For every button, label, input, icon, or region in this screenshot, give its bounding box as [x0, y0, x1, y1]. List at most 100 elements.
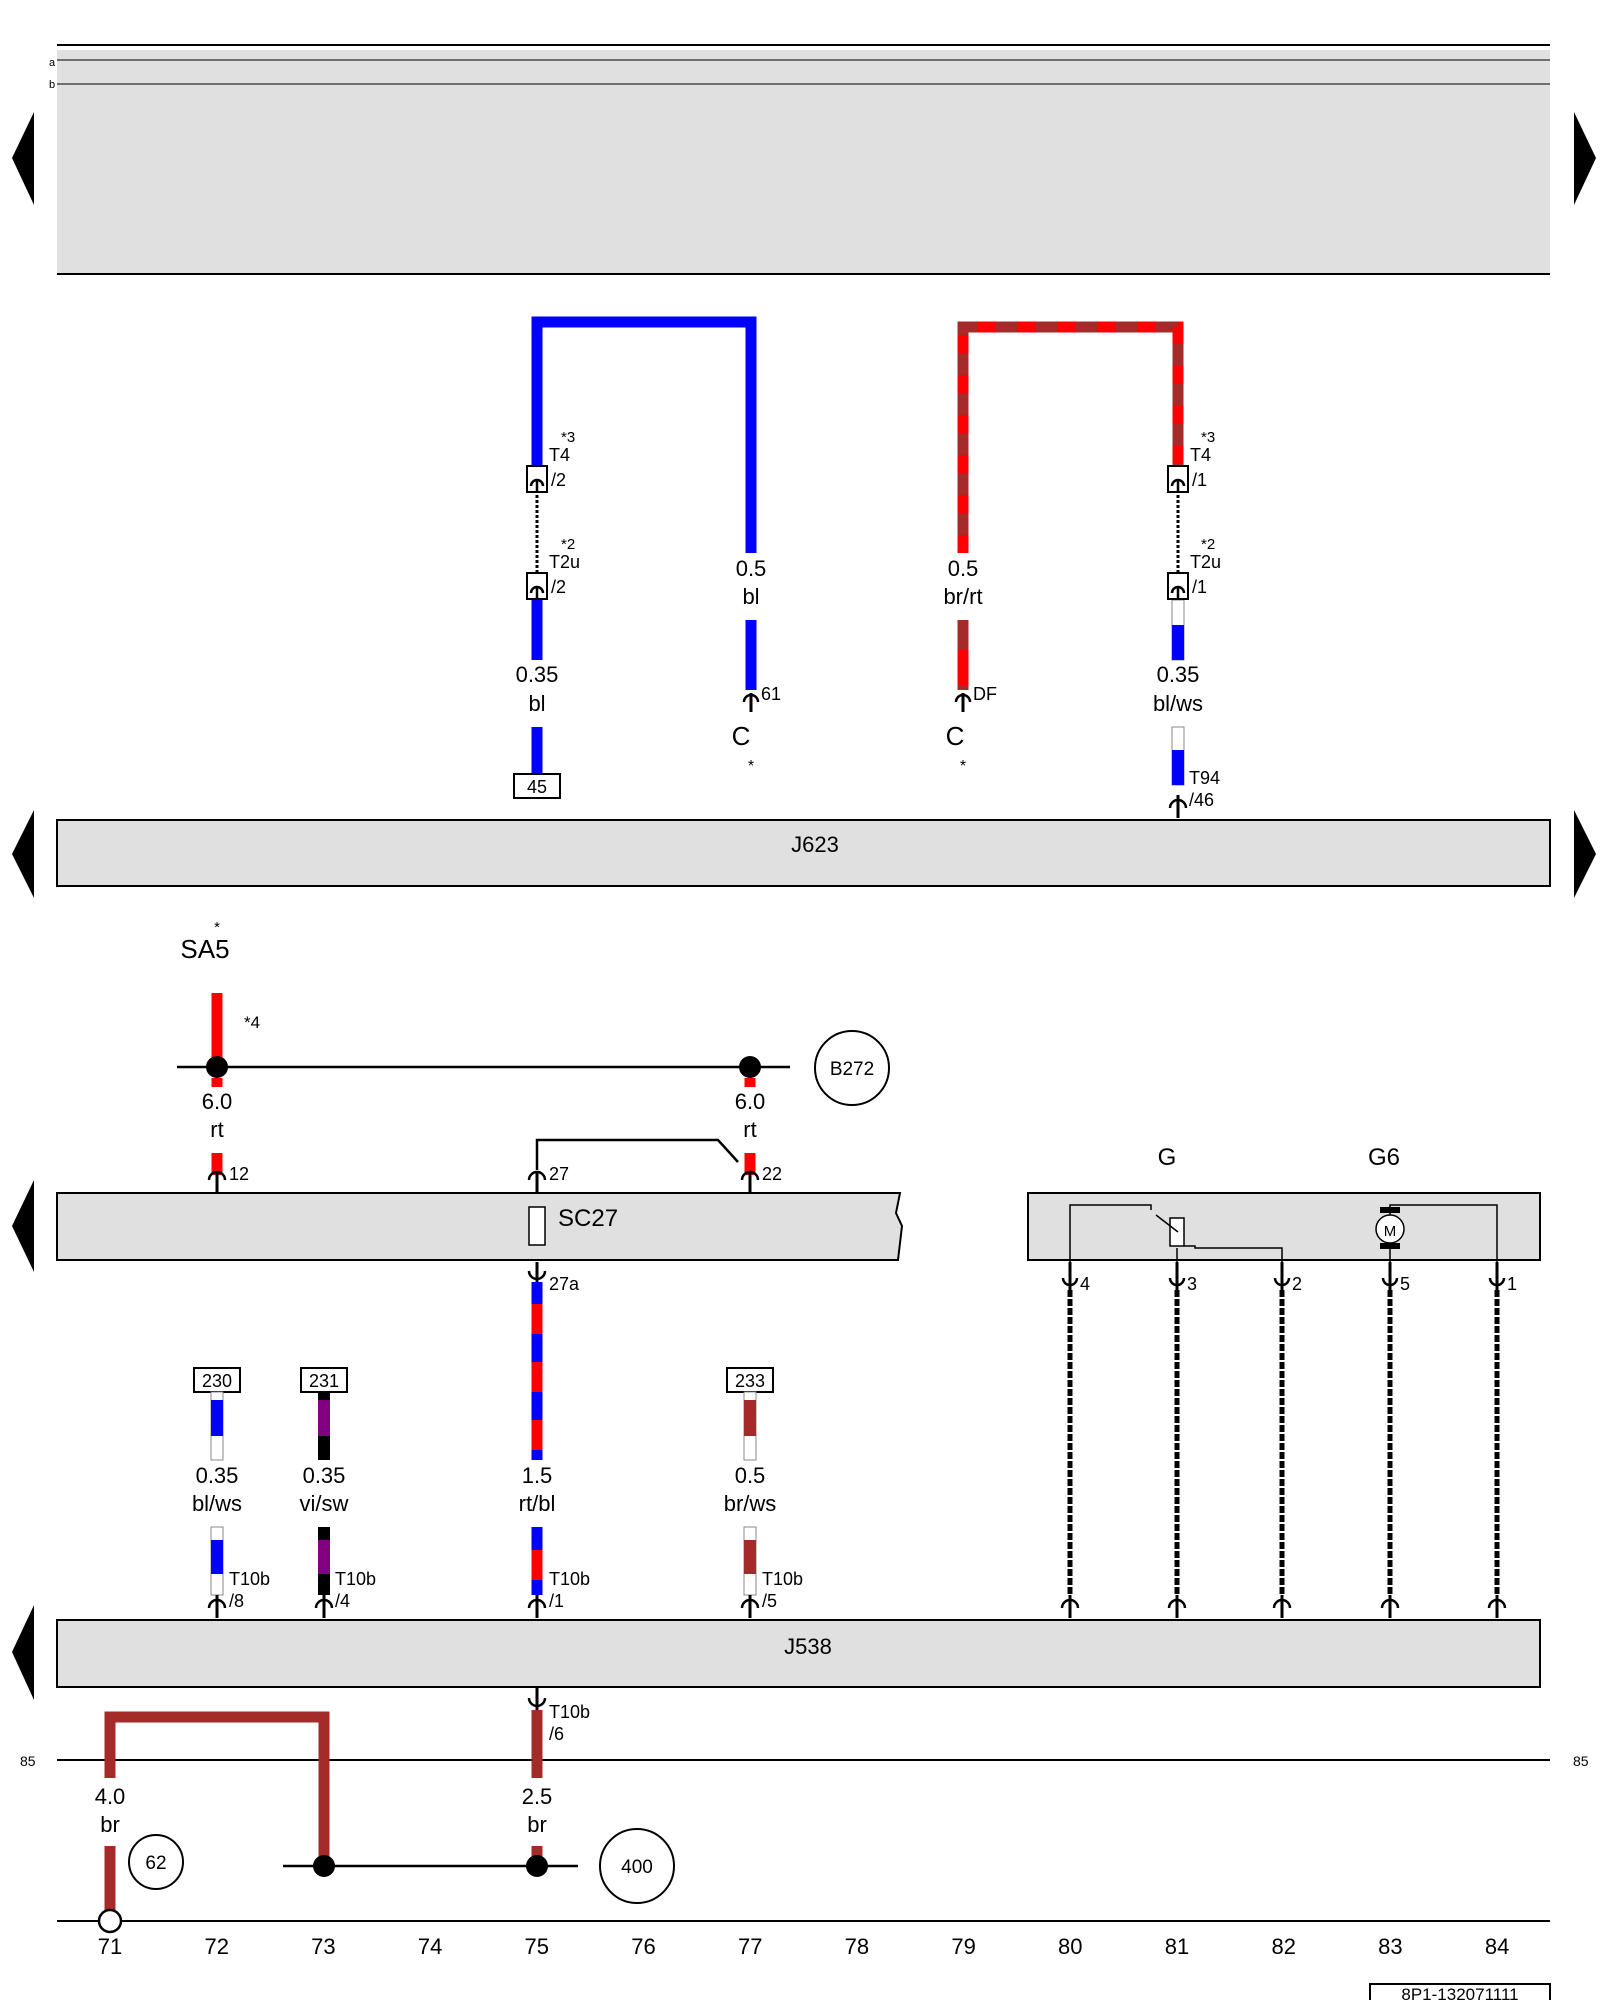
label-g: G	[1158, 1144, 1177, 1171]
fuse-carrier-sc[interactable]	[56, 1192, 904, 1261]
page-prev-arrow-icon[interactable]	[12, 1605, 34, 1700]
fuse-icon	[528, 1206, 546, 1246]
pin-t2u-right: /1	[1192, 577, 1207, 597]
wire-color-df: br/rt	[943, 584, 982, 609]
ruler-mark: 84	[1485, 1934, 1509, 1959]
label-t2u-left: T2u	[549, 552, 580, 572]
reference-box-230[interactable]	[193, 1367, 241, 1393]
wire-color-27a: rt/bl	[519, 1491, 556, 1516]
note-t2u-right: *2	[1201, 536, 1215, 553]
pin-t4-right: /1	[1192, 470, 1207, 490]
wire-color-400: br	[527, 1812, 547, 1837]
wire-size-231: 0.35	[303, 1463, 346, 1488]
pin-g6-1: 1	[1507, 1274, 1517, 1294]
label-t10b-4: T10b	[335, 1569, 376, 1589]
note-t4-right: *3	[1201, 429, 1215, 446]
wire-size-61: 0.5	[736, 556, 767, 581]
control-unit-j623[interactable]	[56, 819, 1551, 887]
connector-pin-icon	[207, 1595, 227, 1618]
page-prev-arrow-icon[interactable]	[12, 810, 34, 898]
wire-color-233: br/ws	[724, 1491, 777, 1516]
connector-pin-icon	[1381, 1262, 1399, 1290]
connector-pin-icon	[527, 1595, 547, 1618]
wire-size-sa5: 6.0	[202, 1089, 233, 1114]
connection-c-right-mark: *	[960, 758, 966, 775]
pin-sc27a: 27a	[549, 1274, 580, 1294]
wire-size-df: 0.5	[948, 556, 979, 581]
note-t4-left: *3	[561, 429, 575, 446]
fuel-pump-unit-g-g6[interactable]	[1027, 1192, 1541, 1261]
page-prev-arrow-icon[interactable]	[12, 112, 34, 205]
label-400: 400	[621, 1857, 653, 1878]
ground-terminal	[97, 1908, 123, 1934]
ruler-mark: 75	[525, 1934, 549, 1959]
pin-t4-left: /2	[551, 470, 566, 490]
ruler-mark: 83	[1378, 1934, 1402, 1959]
page-prev-arrow-icon[interactable]	[12, 1180, 34, 1272]
label-t4-left: T4	[549, 445, 570, 465]
wire-size-230: 0.35	[196, 1463, 239, 1488]
connector-t2u-right	[1167, 572, 1189, 600]
connector-pin-icon	[527, 1262, 547, 1282]
connector-pin-icon	[742, 693, 760, 712]
connector-pin-icon	[1273, 1262, 1291, 1290]
ruler-mark: 71	[98, 1934, 122, 1959]
pin-t10b-6: /6	[549, 1724, 564, 1744]
wire-size-27a: 1.5	[522, 1463, 553, 1488]
label-62: 62	[145, 1853, 166, 1874]
connector-t2u-left	[526, 572, 548, 600]
connector-pin-icon	[1168, 795, 1188, 818]
motor-label: M	[1384, 1223, 1397, 1240]
page-next-arrow-icon[interactable]	[1574, 810, 1596, 898]
pin-g4: 4	[1080, 1274, 1090, 1294]
header-row-b: b	[49, 79, 55, 91]
fuse-sa5: SA5	[180, 934, 229, 964]
ground-point-400[interactable]	[599, 1828, 675, 1904]
ruler-85-left: 85	[20, 1753, 36, 1769]
ruler-mark: 74	[418, 1934, 442, 1959]
ruler-mark: 77	[738, 1934, 762, 1959]
header-row-a: a	[49, 57, 56, 69]
label-t10b-8: T10b	[229, 1569, 270, 1589]
page-next-arrow-icon[interactable]	[1574, 112, 1596, 205]
wire-color-45: bl	[528, 691, 545, 716]
connector-pin-icon	[1488, 1262, 1506, 1290]
wire-loop-br-rt	[957, 321, 1184, 553]
ruler-mark: 76	[631, 1934, 655, 1959]
ruler-mark: 78	[845, 1934, 869, 1959]
label-t10b-1: T10b	[549, 1569, 590, 1589]
footer-code: 8P1-132071111	[1401, 1985, 1518, 2000]
ruler-mark: 81	[1165, 1934, 1189, 1959]
pin-t10b-1: /1	[549, 1591, 564, 1611]
control-unit-j538[interactable]	[56, 1619, 1541, 1688]
wire-size-233: 0.5	[735, 1463, 766, 1488]
pin-sc12: 12	[229, 1164, 249, 1184]
ground-point-62[interactable]	[128, 1834, 184, 1890]
header-block: a b	[49, 44, 1550, 275]
connector-pin-icon	[954, 693, 972, 712]
wire-size-sc22: 6.0	[735, 1089, 766, 1114]
wire-loop-blue	[531, 316, 757, 553]
wire-color-231: vi/sw	[300, 1491, 349, 1516]
pin-t10b-4: /4	[335, 1591, 350, 1611]
reference-box-233[interactable]	[726, 1367, 774, 1393]
connector-t4-left	[526, 465, 548, 493]
pin-61: 61	[761, 684, 781, 704]
connector-pin-icon	[207, 1170, 227, 1192]
wire-size-t94: 0.35	[1157, 662, 1200, 687]
wire-color-sc22: rt	[743, 1117, 756, 1142]
wire-size-45: 0.35	[516, 662, 559, 687]
note-t2u-left: *2	[561, 536, 575, 553]
wire-size-62: 4.0	[95, 1784, 126, 1809]
wire-color-sa5: rt	[210, 1117, 223, 1142]
label-t2u-right: T2u	[1190, 552, 1221, 572]
motor-icon: M	[1375, 1204, 1498, 1270]
reference-box-45[interactable]	[513, 773, 561, 799]
pin-t10b-5: /5	[762, 1591, 777, 1611]
ground-point-b272[interactable]	[814, 1030, 890, 1106]
connector-pin-icon	[314, 1595, 334, 1618]
connection-c-left: C	[732, 721, 751, 751]
pin-sc22: 22	[762, 1164, 782, 1184]
